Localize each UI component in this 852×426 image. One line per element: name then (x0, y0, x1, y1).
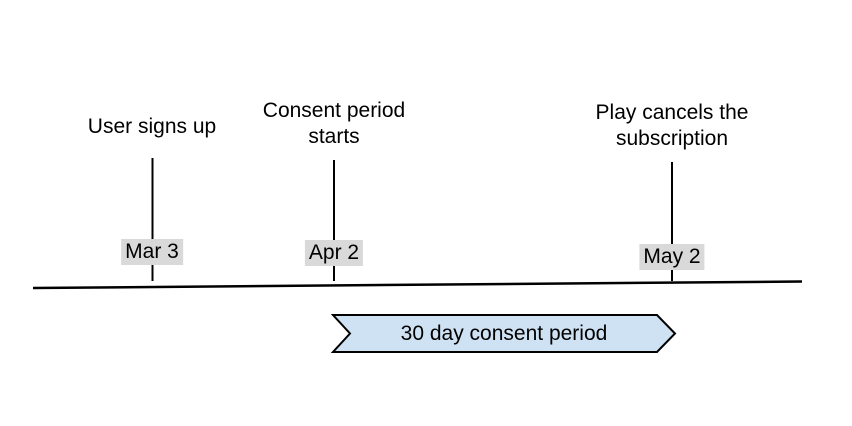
milestone-label-play-cancels-subscription: Play cancels the subscription (595, 101, 749, 150)
consent-period-arrow-label: 30 day consent period (400, 322, 608, 345)
milestone-label-user-signs-up: User signs up (87, 115, 217, 138)
date-chip-may2: May 2 (639, 244, 705, 270)
consent-period-arrow-shape (330, 314, 677, 353)
date-chip-mar3: Mar 3 (121, 239, 183, 265)
date-chip-apr2: Apr 2 (304, 240, 364, 266)
timeline-axis (32, 280, 803, 290)
milestone-label-consent-period-starts: Consent period starts (262, 99, 406, 148)
